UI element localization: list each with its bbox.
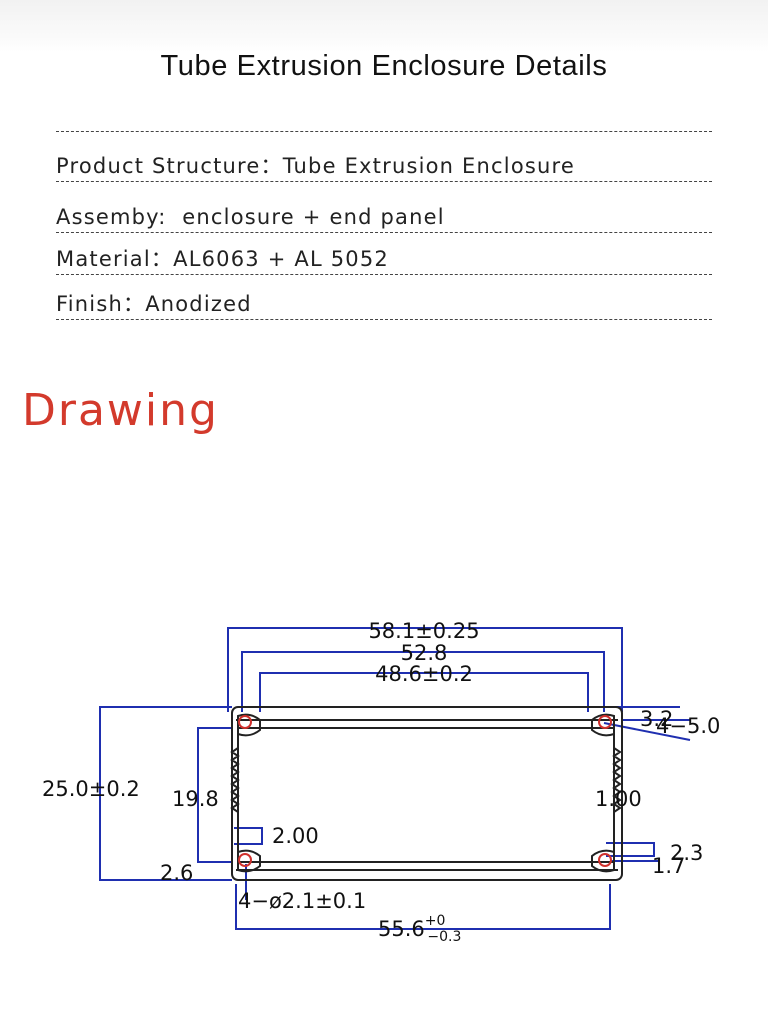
spec-label: Assemby <box>56 205 159 229</box>
profile-left-rib <box>230 747 240 813</box>
dim-line-top-right-b <box>603 722 691 741</box>
hole-top-right <box>598 715 612 729</box>
top-shade <box>0 0 768 52</box>
spec-value: enclosure + end panel <box>182 205 445 229</box>
dim-right-lower-a: 2.3 <box>670 841 703 865</box>
profile-screw-boss-tl <box>237 713 261 737</box>
dim-bottom-width-lower-tol: −0.3 <box>427 929 461 945</box>
spec-value: AL6063 + AL 5052 <box>173 247 389 271</box>
dim-bottom-offset: 2.6 <box>160 861 193 885</box>
enclosure-profile <box>230 706 623 881</box>
dim-wall-thickness: 1.00 <box>595 787 642 811</box>
dim-line-overall-width <box>227 627 623 712</box>
dim-slot-width: 2.00 <box>272 824 319 848</box>
dim-overall-height: 25.0±0.2 <box>42 777 140 801</box>
spec-row-structure: Product Structure：Tube Extrusion Enclosu… <box>56 151 712 182</box>
dim-line-bottom-width <box>235 884 611 930</box>
dim-right-lower-b: 1.7 <box>652 854 685 878</box>
dimension-lines <box>99 627 691 930</box>
spec-separator: ： <box>122 292 146 316</box>
hole-bottom-right <box>598 853 612 867</box>
spec-row-material: Material：AL6063 + AL 5052 <box>56 244 712 275</box>
spec-label: Material <box>56 247 151 271</box>
spec-value: Tube Extrusion Enclosure <box>282 154 576 178</box>
dim-line-inner-hole-spacing <box>259 672 589 712</box>
dim-line-inner-height <box>197 727 232 863</box>
profile-screw-boss-bl <box>237 849 261 873</box>
page-title: Tube Extrusion Enclosure Details <box>160 50 608 82</box>
spec-separator: ： <box>150 247 174 271</box>
dim-inner-hole-spacing: 48.6±0.2 <box>375 662 473 686</box>
spec-row-finish: Finish：Anodized <box>56 289 712 320</box>
dim-outer-hole-spacing: 52.8 <box>401 641 448 665</box>
spec-divider <box>56 131 712 132</box>
profile-screw-boss-tr <box>591 713 615 737</box>
dim-inner-height: 19.8 <box>172 787 219 811</box>
spec-label: Finish <box>56 292 123 316</box>
profile-outer <box>231 706 623 881</box>
hole-bottom-left <box>238 853 252 867</box>
dim-top-right-callout: 4−5.0 <box>656 714 720 738</box>
dim-line-outer-hole-spacing <box>241 651 605 712</box>
dim-overall-width: 58.1±0.25 <box>368 619 479 643</box>
spec-row-assembly: Assemby: enclosure + end panel <box>56 202 712 233</box>
spec-separator: : <box>158 205 183 229</box>
spec-label: Product Structure <box>56 154 261 178</box>
dim-bottom-width: 55.6+0−0.3 <box>378 913 461 945</box>
drawing-heading: Drawing <box>22 385 219 436</box>
dim-hole-callout: 4−ø2.1±0.1 <box>238 889 366 913</box>
dim-line-slot <box>234 827 263 845</box>
dim-top-offset: 3.2 <box>640 707 673 731</box>
profile-right-rib <box>612 747 622 813</box>
dim-bottom-width-base: 55.6 <box>378 917 425 941</box>
hole-top-left <box>238 715 252 729</box>
spec-value: Anodized <box>145 292 252 316</box>
spec-separator: ： <box>260 154 283 178</box>
profile-screw-boss-br <box>591 849 615 873</box>
dim-line-right-lower-a <box>606 842 655 857</box>
dim-bottom-width-upper-tol: +0 <box>425 913 446 929</box>
screw-holes <box>238 715 612 867</box>
